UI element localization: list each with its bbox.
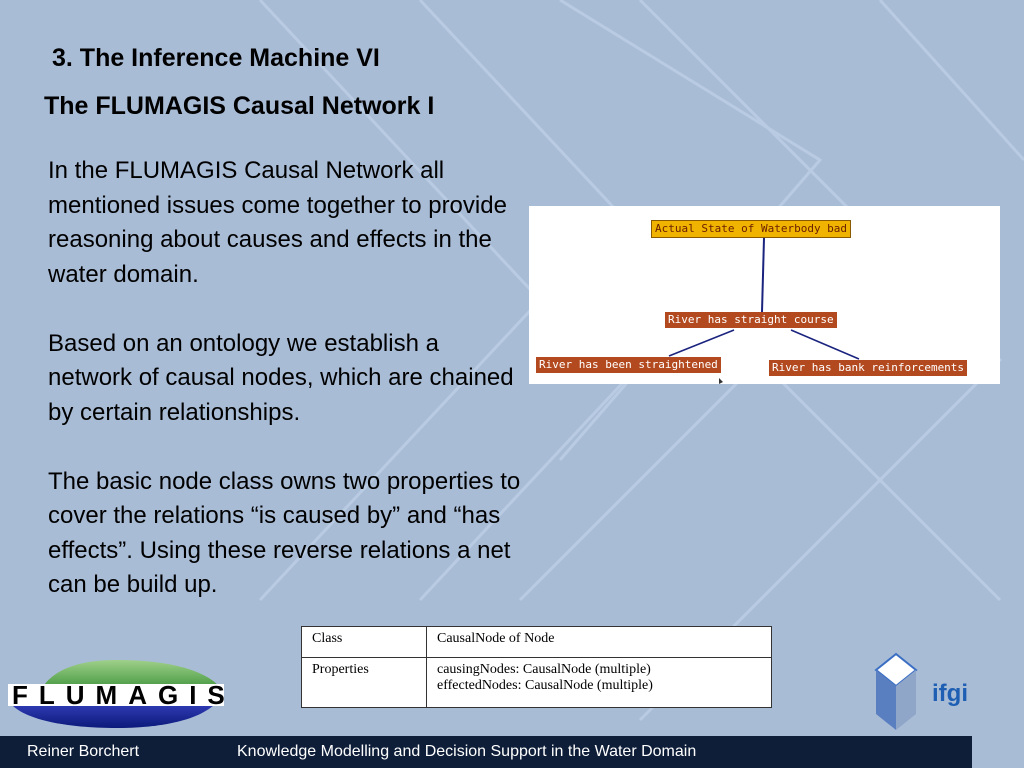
edge-mid-left <box>668 329 735 357</box>
table-row: Properties causingNodes: CausalNode (mul… <box>301 656 772 709</box>
table-cell-value: CausalNode of Node <box>426 626 772 658</box>
node-bank-reinforcements[interactable]: River has bank reinforcements <box>769 360 968 376</box>
footer-talk-title: Knowledge Modelling and Decision Support… <box>237 743 697 760</box>
table-cell-label: Class <box>301 626 427 658</box>
paragraph-1: In the FLUMAGIS Causal Network all menti… <box>48 157 507 288</box>
slide-subtitle: The FLUMAGIS Causal Network I <box>44 92 435 120</box>
table-cell-value: causingNodes: CausalNode (multiple) effe… <box>426 656 772 709</box>
node-actual-state[interactable]: Actual State of Waterbody bad <box>651 220 852 238</box>
ifgi-wordmark: ifgi <box>932 680 968 707</box>
value-line: CausalNode of Node <box>437 631 555 646</box>
edge-mid-right <box>790 329 860 360</box>
value-line: causingNodes: CausalNode (multiple) <box>437 661 651 677</box>
slide-body: In the FLUMAGIS Causal Network all menti… <box>48 154 528 637</box>
section-title: 3. The Inference Machine VI <box>52 44 380 72</box>
ifgi-logo-icon <box>874 652 918 730</box>
node-straight-course[interactable]: River has straight course <box>665 312 837 328</box>
node-straightened[interactable]: River has been straightened <box>536 357 721 373</box>
value-line: effectedNodes: CausalNode (multiple) <box>437 677 653 693</box>
paragraph-3: The basic node class owns two properties… <box>48 467 521 599</box>
table-row: Class CausalNode of Node <box>301 626 772 658</box>
footer-bar: Reiner Borchert Knowledge Modelling and … <box>0 736 972 768</box>
cursor-icon <box>719 378 723 384</box>
causal-network-diagram: Actual State of Waterbody bad River has … <box>529 206 1000 384</box>
flumagis-wordmark: FLUMAGIS <box>12 680 236 710</box>
paragraph-2: Based on an ontology we establish a netw… <box>48 329 514 426</box>
edge-root-mid <box>761 237 765 313</box>
footer-author: Reiner Borchert <box>27 743 140 760</box>
causal-node-table: Class CausalNode of Node Properties caus… <box>301 626 772 709</box>
diagram-edges <box>668 237 860 384</box>
table-cell-label: Properties <box>301 656 427 709</box>
flumagis-logo-icon <box>8 660 224 728</box>
